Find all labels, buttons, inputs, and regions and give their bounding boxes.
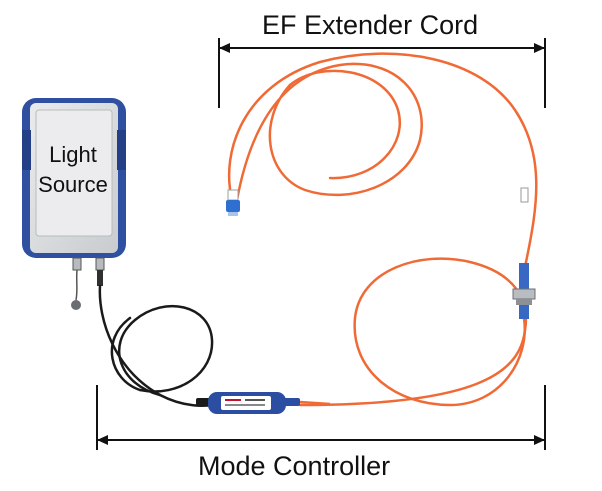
mode-controller-device — [196, 392, 300, 414]
source-dust-cap — [71, 257, 82, 310]
ef-extender-cord — [227, 52, 538, 302]
controller-to-orange — [299, 400, 331, 406]
top-dimension-line — [218, 38, 546, 108]
light-source-label: Light Source — [30, 140, 116, 200]
lc-connector-top — [226, 189, 240, 216]
fc-adapter — [512, 263, 536, 319]
bottom-dimension-line — [96, 385, 546, 450]
light-source-label-line2: Source — [38, 172, 108, 197]
light-source-label-line1: Light — [49, 142, 97, 167]
light-source-device — [22, 98, 126, 258]
ef-extender-cord-label: EF Extender Cord — [262, 10, 479, 40]
orange-fiber-loop — [298, 257, 528, 407]
source-output-connector — [95, 257, 105, 286]
connector-boot-right — [520, 187, 529, 203]
black-fiber-loop — [98, 284, 217, 407]
mode-controller-label: Mode Controller — [198, 451, 391, 481]
